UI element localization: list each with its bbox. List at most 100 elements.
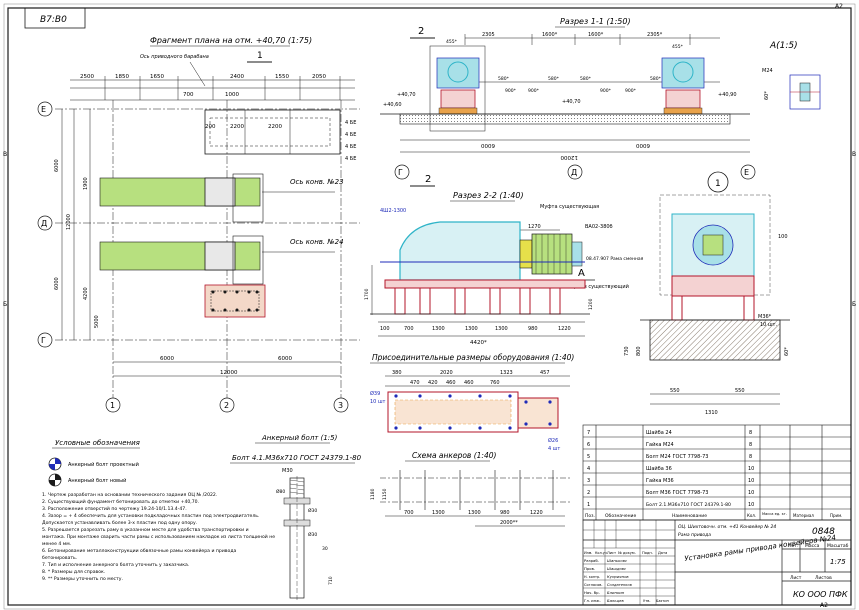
section-1-1: Разрез 1-1 (1:50) 2 2305 1600* 1600* 230… [380,17,756,187]
bp-dim: 460 [446,380,456,386]
ab-dim: Ø30 [308,507,317,514]
level-mark: +40,60 [383,102,402,108]
note-line: Допускается устанавливать более 3-х плас… [42,520,197,526]
s11-dim: 1600* [542,32,558,38]
plan-dim: 2500 [80,74,94,80]
section-mark: 1 [257,51,263,61]
person-name: Бальцев [607,598,625,603]
s11-dim: 900* [625,88,637,94]
person-name: Блинкин [607,590,625,595]
bp-dim: 460 [464,380,474,386]
plan-dim: 12000 [66,214,72,230]
scale-value: 1:75 [830,558,846,566]
s22-dim: 100 [380,326,390,332]
s22-dim: 1700 [364,288,370,300]
person-name: Шаньковс [607,558,628,563]
anchor-bolt-subtitle: Болт 4.1.М36х710 ГОСТ 24379.1-80 [232,454,362,462]
legend-title: Условные обозначения [55,439,140,447]
spec-qty: 8 [749,442,752,448]
note-line: 2. Существующий фундамент бетонировать д… [42,498,199,505]
s22-dim: 1220 [558,326,571,332]
s11-dim: 6000 [481,142,495,148]
level-mark: +40,70 [397,92,416,98]
plan-dim: 1550 [275,74,289,80]
conveyor-label-24: Ось конв. №24 [290,238,344,246]
s11-axis: Д [571,168,577,177]
axis-label-2: 2 [224,401,229,410]
spec-name: Болт М24 ГОСТ 7798-73 [646,454,708,460]
section11-title: Разрез 1-1 (1:50) [560,17,631,26]
ab-dim: Ø30 [308,531,317,538]
plan-dim: 1000 [225,92,239,98]
legend: Условные обозначения Анкерный болт проек… [48,439,140,487]
spec-name: Шайба 36 [646,465,672,472]
as-dim: 2000** [500,520,518,526]
spec-pos: 6 [587,442,590,448]
s11-dim: 1600* [588,32,604,38]
title-block: 0848 ОЦ. Шихтовочн. отм. +41 Конвейер № … [582,519,852,606]
s11-dim: 580* [580,76,592,82]
s11-axis: Г [398,168,403,177]
s22-dim: 1270 [528,224,541,230]
margin-mark: В [852,151,856,158]
note-line: менее 4 мм. [42,541,71,547]
plan-title: Фрагмент плана на отм. +40,70 (1:75) [150,36,312,45]
legend-item-new: Анкерный болт новый [68,477,126,484]
sheet-frame [7,7,852,606]
as-dim: 1150 [382,488,388,500]
s11-dim: 2305* [647,32,663,38]
spec-header: Наименование [672,513,707,519]
spec-header: Прим. [830,513,842,518]
sheets-label: Листов [815,575,832,581]
person-role: Н. контр. [584,575,600,579]
spec-qty: 10 [748,478,754,484]
person-role: Пров. [584,566,595,571]
s22-dim: 4Ш2-1300 [380,208,406,214]
spec-name: Гайка М36 [646,477,674,484]
s11-dim: 2305 [482,32,495,38]
detail-1-bolt: M36* [758,314,772,320]
s22-dim: 700 [404,326,414,332]
plan-mark: 4 БЕ [345,156,356,162]
note-line: 6. Бетонирование металлоконструкции обвя… [42,547,236,554]
scale-label: Масштаб [827,543,849,549]
doc-code: 0848 [812,527,835,537]
level-mark: +40,90 [718,92,737,98]
person-name: Солдатенков [607,583,632,587]
plan-dim: 12000 [220,370,238,376]
d1-dim: 730 [624,346,630,356]
section-mark-2: 2 [418,26,424,37]
plan-dim: 2200 [230,124,244,130]
s22-dim: 4420* [470,340,487,346]
as-dim: 1300 [468,510,481,516]
spec-name: Болт М36 ГОСТ 7798-73 [646,490,708,496]
spec-header: Обозначение [605,513,636,519]
s11-axis: Е [744,168,749,177]
bp-dim: 760 [490,380,500,386]
plan-mark: 4 БЕ [345,144,356,150]
ab-dim: 30 [322,546,328,552]
format-mark-top: А2 [835,3,843,10]
conveyor-label-23: Ось конв. №23 [290,178,344,186]
margin-mark: Б [852,301,856,308]
spec-header: Поз. [585,513,595,519]
spec-pos: 2 [587,490,590,496]
s22-dim: 1300 [495,326,508,332]
bp-dim: 1323 [500,370,513,376]
ab-dim: Ø80 [276,488,285,495]
anchor-bolt-title: Анкерный болт (1:5) [261,434,338,442]
spec-pos: 4 [587,466,590,472]
note-line: 3. Расположение отверстий по чертежу 19.… [42,505,187,512]
plan-dim: 6000 [160,356,174,362]
person-role: Гл. инж. [584,598,601,603]
spec-table: 7 Шайба 24 8 6 Гайка М24 8 5 Болт М24 ГО… [582,424,852,521]
person-name: Куприянов [607,574,629,579]
conveyor-23 [99,177,261,207]
plan-dim: 1850 [115,74,129,80]
detail-1-bolt-count: 10 шт. [760,322,777,328]
person-role: Утв. [643,599,651,603]
axis-label-3: 3 [338,401,343,410]
stamp-box [24,7,86,29]
note-line: 8. * Размеры для справок. [42,569,105,575]
